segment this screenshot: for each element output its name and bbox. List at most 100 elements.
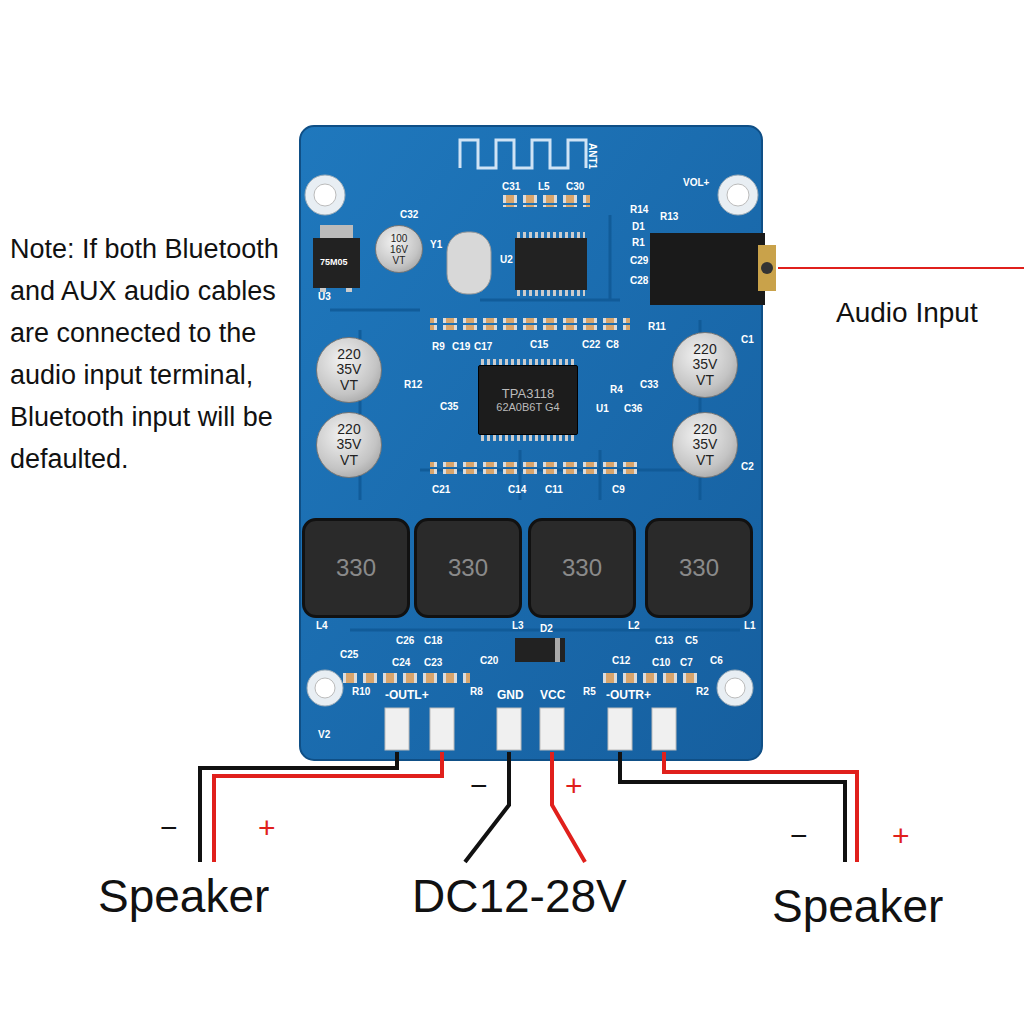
silkscreen-label: R4 (610, 385, 623, 396)
silkscreen-label: V2 (318, 730, 330, 741)
terminal-pad (385, 708, 409, 750)
smd-row (340, 672, 470, 684)
silkscreen-label: C11 (545, 485, 563, 496)
silkscreen-label: L4 (316, 621, 328, 632)
terminal-pad (497, 708, 521, 750)
inductor-body: 330 (528, 518, 636, 618)
silkscreen-label: VOL+ (683, 178, 709, 189)
silkscreen-label: C8 (606, 340, 619, 351)
silkscreen-label: C10 (652, 658, 670, 669)
terminal-pad (652, 708, 676, 750)
terminal-pad (540, 708, 564, 750)
silkscreen-label: R12 (404, 380, 422, 391)
silkscreen-label: C6 (710, 656, 723, 667)
silkscreen-label: L2 (628, 621, 640, 632)
silkscreen-label: C21 (432, 485, 450, 496)
silkscreen-label: C17 (474, 342, 492, 353)
silkscreen-label: C31 (502, 182, 520, 193)
component-marking: 220 35V VT (332, 347, 366, 393)
capacitor-body: 220 35V VT (316, 337, 382, 403)
silkscreen-label: C20 (480, 656, 498, 667)
pcb-board (300, 126, 762, 760)
silkscreen-label: L1 (744, 621, 756, 632)
regulator-leg (346, 288, 352, 292)
mounting-hole (725, 678, 745, 698)
wire-polarity: − (160, 812, 178, 844)
speaker-wire-negative (200, 752, 397, 862)
regulator-body (313, 238, 360, 288)
pcb-antenna (460, 140, 586, 168)
note-text: Note: If both Bluetooth and AUX audio ca… (10, 228, 305, 480)
silkscreen-label: Y1 (430, 240, 442, 251)
leader-line (778, 267, 1024, 269)
crystal (447, 232, 491, 294)
silkscreen-label: C13 (655, 636, 673, 647)
mounting-hole (717, 670, 753, 706)
component-marking: 330 (448, 555, 488, 581)
wire-polarity: + (565, 770, 583, 802)
wire-polarity: + (892, 820, 910, 852)
capacitor-body: 220 35V VT (672, 412, 738, 478)
bluetooth-chip (515, 238, 587, 290)
wire-polarity: + (258, 812, 276, 844)
silkscreen-label: C35 (440, 402, 458, 413)
silkscreen-label: R13 (660, 212, 678, 223)
silkscreen-label: D2 (540, 624, 553, 635)
component-marking: 330 (679, 555, 719, 581)
silkscreen-label: -OUTL+ (385, 689, 429, 702)
terminal-pad (608, 708, 632, 750)
silkscreen-label: C25 (340, 650, 358, 661)
mounting-hole (314, 184, 336, 206)
silkscreen-label: R8 (470, 687, 483, 698)
silkscreen-label: 75M05 (320, 258, 348, 267)
smd-row (430, 462, 640, 474)
wire-polarity: − (790, 820, 808, 852)
silkscreen-label: C23 (424, 658, 442, 669)
silkscreen-label: GND (497, 689, 524, 702)
silkscreen-label: C32 (400, 210, 418, 221)
mounting-hole (315, 678, 335, 698)
component-marking: 100 16V VT (387, 233, 411, 266)
capacitor-body: 220 35V VT (316, 412, 382, 478)
silkscreen-label: C12 (612, 656, 630, 667)
silkscreen-label: ANT1 (587, 143, 598, 169)
smd-row (600, 672, 700, 684)
chip-pins (481, 435, 576, 441)
silkscreen-label: U3 (318, 292, 331, 303)
component-marking: 330 (336, 555, 376, 581)
power-wire-positive (552, 752, 585, 862)
silkscreen-label: R11 (648, 322, 666, 333)
silkscreen-label: R9 (432, 342, 445, 353)
mounting-hole (307, 670, 343, 706)
component-marking: TPA3118 (502, 387, 554, 401)
terminal-label: DC12-28V (412, 872, 627, 920)
silkscreen-label: C18 (424, 636, 442, 647)
inductor-body: 330 (302, 518, 410, 618)
wire-polarity: − (470, 770, 488, 802)
component-marking: 220 35V VT (332, 422, 366, 468)
regulator-tab (320, 225, 353, 239)
terminal-label: Speaker (98, 872, 269, 920)
audio-jack-hole (761, 262, 773, 274)
silkscreen-label: C2 (741, 462, 754, 473)
terminal-label: Speaker (772, 882, 943, 930)
silkscreen-label: -OUTR+ (606, 689, 651, 702)
silkscreen-label: U2 (500, 255, 513, 266)
silkscreen-label: C29 (630, 256, 648, 267)
component-marking: 330 (562, 555, 602, 581)
power-wire-negative (465, 752, 509, 862)
inductor-body: 330 (414, 518, 522, 618)
silkscreen-label: C19 (452, 342, 470, 353)
capacitor-body: 220 35V VT (672, 332, 738, 398)
smd-row (430, 318, 630, 330)
terminal-pad (430, 708, 454, 750)
silkscreen-label: C5 (685, 636, 698, 647)
silkscreen-label: R1 (632, 238, 645, 249)
silkscreen-label: L5 (538, 182, 550, 193)
silkscreen-label: C7 (680, 658, 693, 669)
silkscreen-label: VCC (540, 689, 565, 702)
chip-pins (517, 232, 585, 238)
speaker-wire-positive (214, 752, 442, 862)
mounting-hole (718, 175, 758, 215)
